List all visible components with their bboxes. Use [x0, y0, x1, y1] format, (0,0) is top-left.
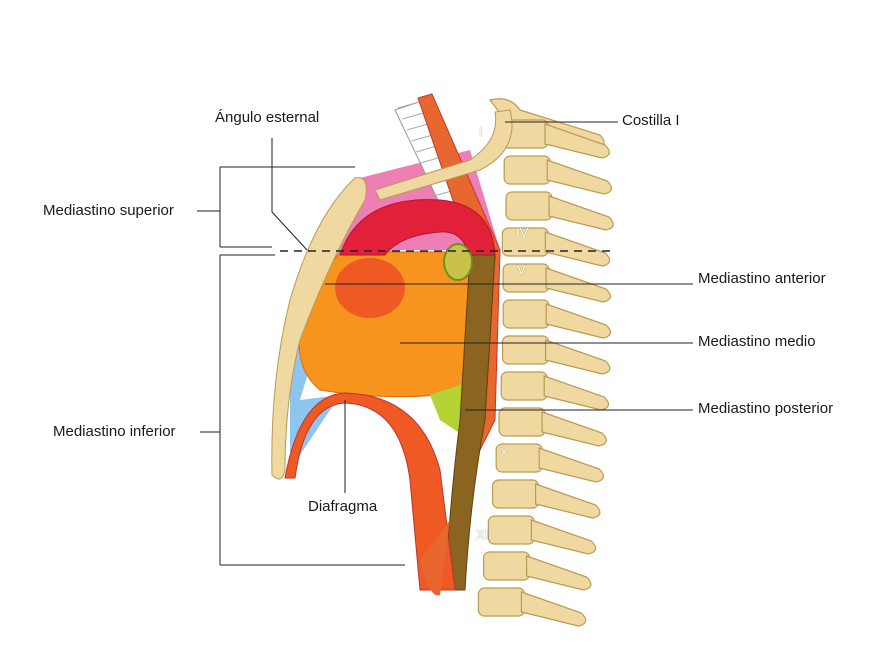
spinous-process [520, 591, 587, 627]
vertebra-label-iv: IV [516, 225, 529, 240]
spinous-process [545, 267, 611, 303]
spinous-process [544, 231, 611, 267]
sternum [271, 177, 367, 480]
spinous-process [544, 123, 610, 159]
label-diafragma: Diafragma [308, 498, 378, 515]
label-mediastino-posterior: Mediastino posterior [698, 400, 834, 417]
spinous-process [538, 447, 605, 483]
spinous-process [544, 339, 611, 375]
vertebra-label-x: X [500, 445, 509, 460]
pericardium-red [335, 258, 405, 318]
vertebra-body [501, 335, 550, 365]
vertebra-body [482, 551, 531, 581]
label-mediastino-medio: Mediastino medio [698, 333, 816, 350]
vertebra-body [498, 407, 546, 437]
spinous-process [525, 555, 592, 591]
vertebra-label-v: V [517, 262, 526, 277]
label-angulo-esternal: Ángulo esternal [215, 109, 320, 126]
label-mediastino-inferior: Mediastino inferior [53, 423, 176, 440]
spinous-process [541, 411, 607, 447]
vertebra-body [477, 587, 526, 617]
spinous-process [548, 195, 614, 231]
vertebra-body [503, 155, 551, 185]
label-mediastino-superior: Mediastino superior [43, 202, 174, 219]
vertebra-label-i: I [479, 124, 483, 139]
spinous-process [543, 375, 610, 411]
leader-lines [197, 121, 693, 566]
label-mediastino-anterior: Mediastino anterior [698, 270, 826, 287]
spinous-process [530, 519, 597, 555]
label-costilla-i: Costilla I [622, 112, 680, 129]
spinous-process [546, 159, 613, 195]
first-rib [374, 109, 513, 201]
vertebra-body [502, 299, 550, 329]
vertebra-body [487, 515, 535, 545]
vertebra-body [505, 191, 553, 221]
vertebra-body [502, 263, 550, 293]
vertebra-label-xii: XII [476, 527, 492, 542]
spinous-process [545, 303, 612, 339]
bronchus [443, 243, 473, 281]
vertebral-column [477, 98, 614, 627]
spinous-process [534, 483, 601, 519]
vertebra-body [491, 479, 540, 509]
vertebra-body [500, 371, 548, 401]
aortic-arch [339, 199, 496, 261]
descending-aorta [444, 254, 496, 591]
